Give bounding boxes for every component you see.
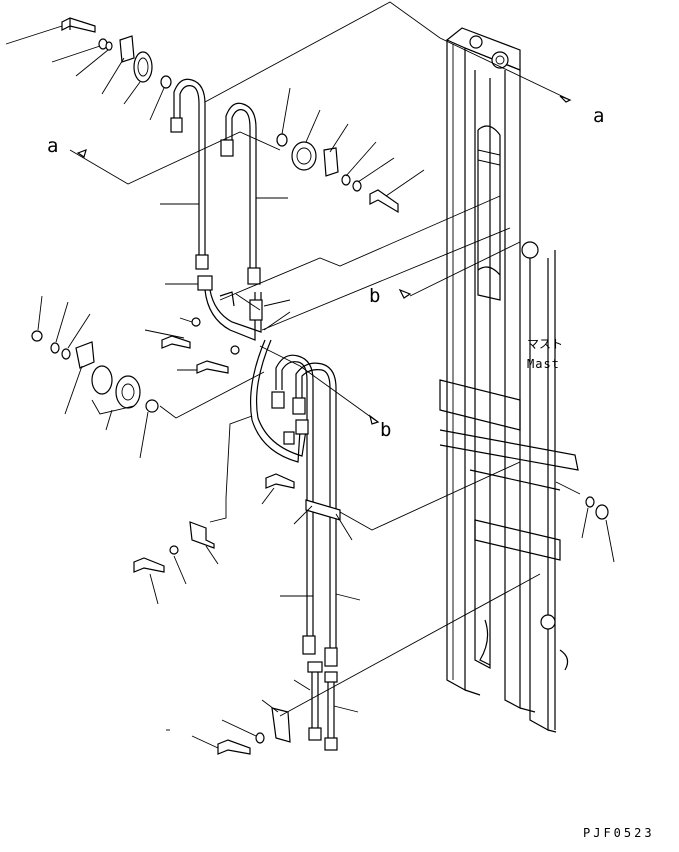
- upper-hoses: [160, 78, 288, 285]
- reference-a-lines: [69, 1, 572, 185]
- mast-label-jp: マスト: [527, 337, 563, 351]
- mast-label-en: Mast: [527, 357, 560, 371]
- callout-a-right: a: [593, 105, 604, 127]
- callout-b-lower: b: [380, 419, 391, 441]
- mid-left-hardware: [31, 295, 265, 459]
- lower-hardware: [133, 415, 295, 755]
- center-tee-fittings: [144, 275, 291, 374]
- drawing-code: PJF0523: [583, 826, 655, 840]
- top-left-hardware: [5, 17, 172, 121]
- mast-assembly: [439, 27, 579, 733]
- callout-b-upper: b: [369, 285, 380, 307]
- callout-a-left: a: [47, 135, 58, 157]
- top-right-hardware: [276, 87, 425, 214]
- lower-hoses: [250, 339, 361, 751]
- reference-b-lines: [219, 195, 521, 425]
- mast-connection-lines: [279, 461, 581, 717]
- right-side-hardware: [581, 496, 615, 563]
